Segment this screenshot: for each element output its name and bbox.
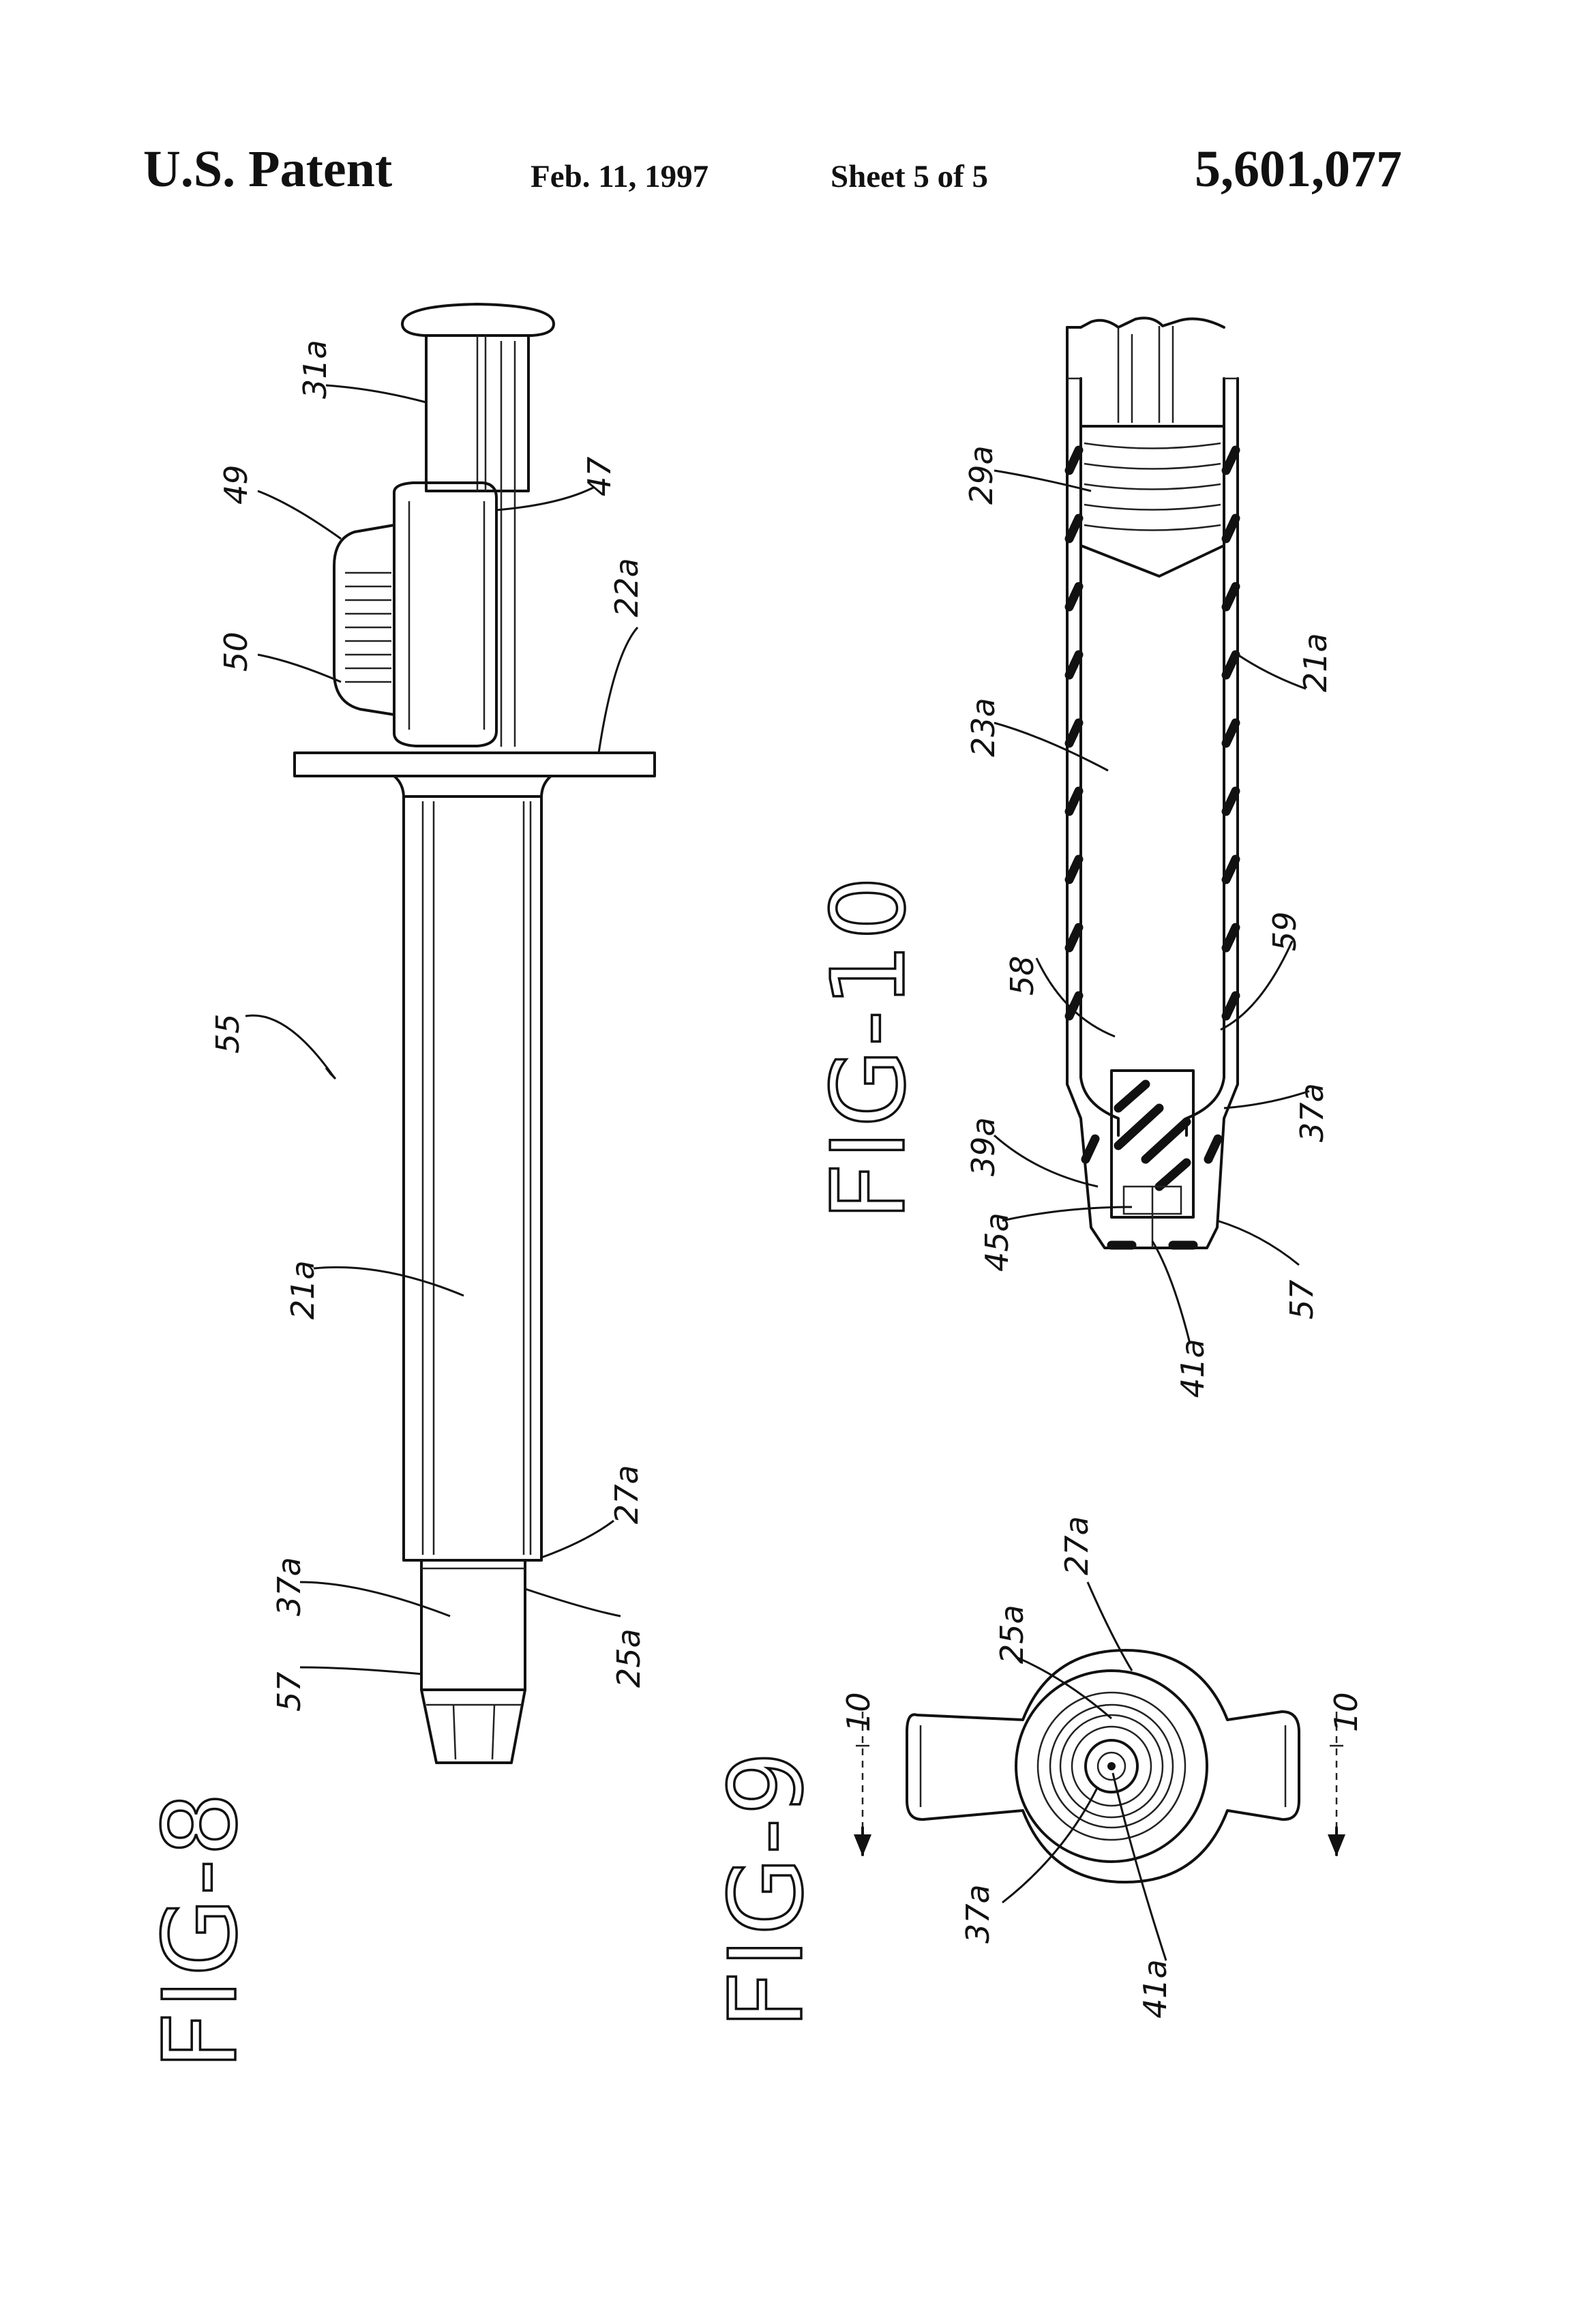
fig10-label-45a: 45a xyxy=(979,1212,1015,1272)
fig8-caption: FIG-8 xyxy=(142,1789,259,2070)
fig8-clip-grip-lines xyxy=(345,571,391,683)
header-patent-number: 5,601,077 xyxy=(1195,140,1402,198)
fig8-label-27a: 27a xyxy=(608,1465,645,1524)
fig8-plunger-cap xyxy=(401,303,555,337)
fig9-orifice xyxy=(1107,1762,1116,1770)
fig10-caption: FIG-10 xyxy=(810,874,927,1221)
fig8-syringe xyxy=(245,303,656,1764)
fig10-label-29a: 29a xyxy=(963,445,1000,505)
fig10-labels: 29a 21a 23a 58 59 39a 37a 45a 41a 57 xyxy=(963,445,1334,1398)
fig8-label-25a: 25a xyxy=(610,1628,647,1688)
fig10-label-58: 58 xyxy=(1004,955,1041,996)
fig9-caption: FIG-9 xyxy=(708,1748,825,2029)
fig8-label-22a: 22a xyxy=(608,558,645,617)
header-sheet: Sheet 5 of 5 xyxy=(831,159,989,194)
fig8-barrel xyxy=(402,795,543,1562)
fig10-label-23a: 23a xyxy=(965,698,1002,757)
fig8-tip xyxy=(420,1688,526,1764)
fig8-label-49: 49 xyxy=(218,464,254,505)
fig9-section-mark-right: 10 xyxy=(1328,1692,1364,1732)
fig10-label-39a: 39a xyxy=(965,1117,1002,1176)
fig8-label-57: 57 xyxy=(271,1671,308,1712)
fig8-label-37a: 37a xyxy=(271,1557,308,1616)
fig8-finger-flange xyxy=(293,751,656,777)
fig10-label-59: 59 xyxy=(1266,911,1303,951)
fig8-label-47: 47 xyxy=(581,456,618,496)
fig8-label-31a: 31a xyxy=(297,340,333,399)
fig10-label-37a: 37a xyxy=(1294,1083,1330,1142)
header-patent-title: U.S. Patent xyxy=(143,140,393,198)
fig9-labels: 25a 27a 37a 41a 10 10 xyxy=(840,1516,1364,2018)
fig9-label-41a: 41a xyxy=(1137,1959,1174,2018)
fig8-nozzle xyxy=(420,1559,526,1691)
fig9-wing-outline xyxy=(906,1649,1300,1883)
fig9-end-view xyxy=(854,1581,1345,1961)
fig10-plunger-stopper xyxy=(1079,425,1225,578)
fig9-label-25a: 25a xyxy=(994,1605,1030,1664)
fig8-label-21a: 21a xyxy=(284,1260,321,1320)
fig10-valve-hatching xyxy=(1114,1079,1191,1191)
fig10-label-41a: 41a xyxy=(1174,1339,1211,1398)
fig8-label-55: 55 xyxy=(209,1013,246,1054)
fig9-label-27a: 27a xyxy=(1058,1516,1095,1575)
fig9-section-mark-left: 10 xyxy=(840,1692,877,1732)
header-date: Feb. 11, 1997 xyxy=(531,159,709,194)
fig10-cross-section xyxy=(994,316,1310,1344)
fig10-label-57: 57 xyxy=(1283,1279,1320,1320)
fig9-label-37a: 37a xyxy=(959,1884,996,1943)
fig8-label-50: 50 xyxy=(218,631,254,672)
fig10-wall-hatching xyxy=(1064,445,1240,1021)
fig10-label-21a: 21a xyxy=(1297,633,1334,692)
fig9-inner-ring xyxy=(1084,1739,1139,1793)
fig8-labels: 31a 49 47 50 22a 55 21a 27a 37a 25a 57 xyxy=(209,340,647,1712)
fig8-clip-tab xyxy=(333,524,395,716)
fig9-outer-ring xyxy=(1015,1669,1208,1863)
fig8-clip-body xyxy=(393,481,498,747)
